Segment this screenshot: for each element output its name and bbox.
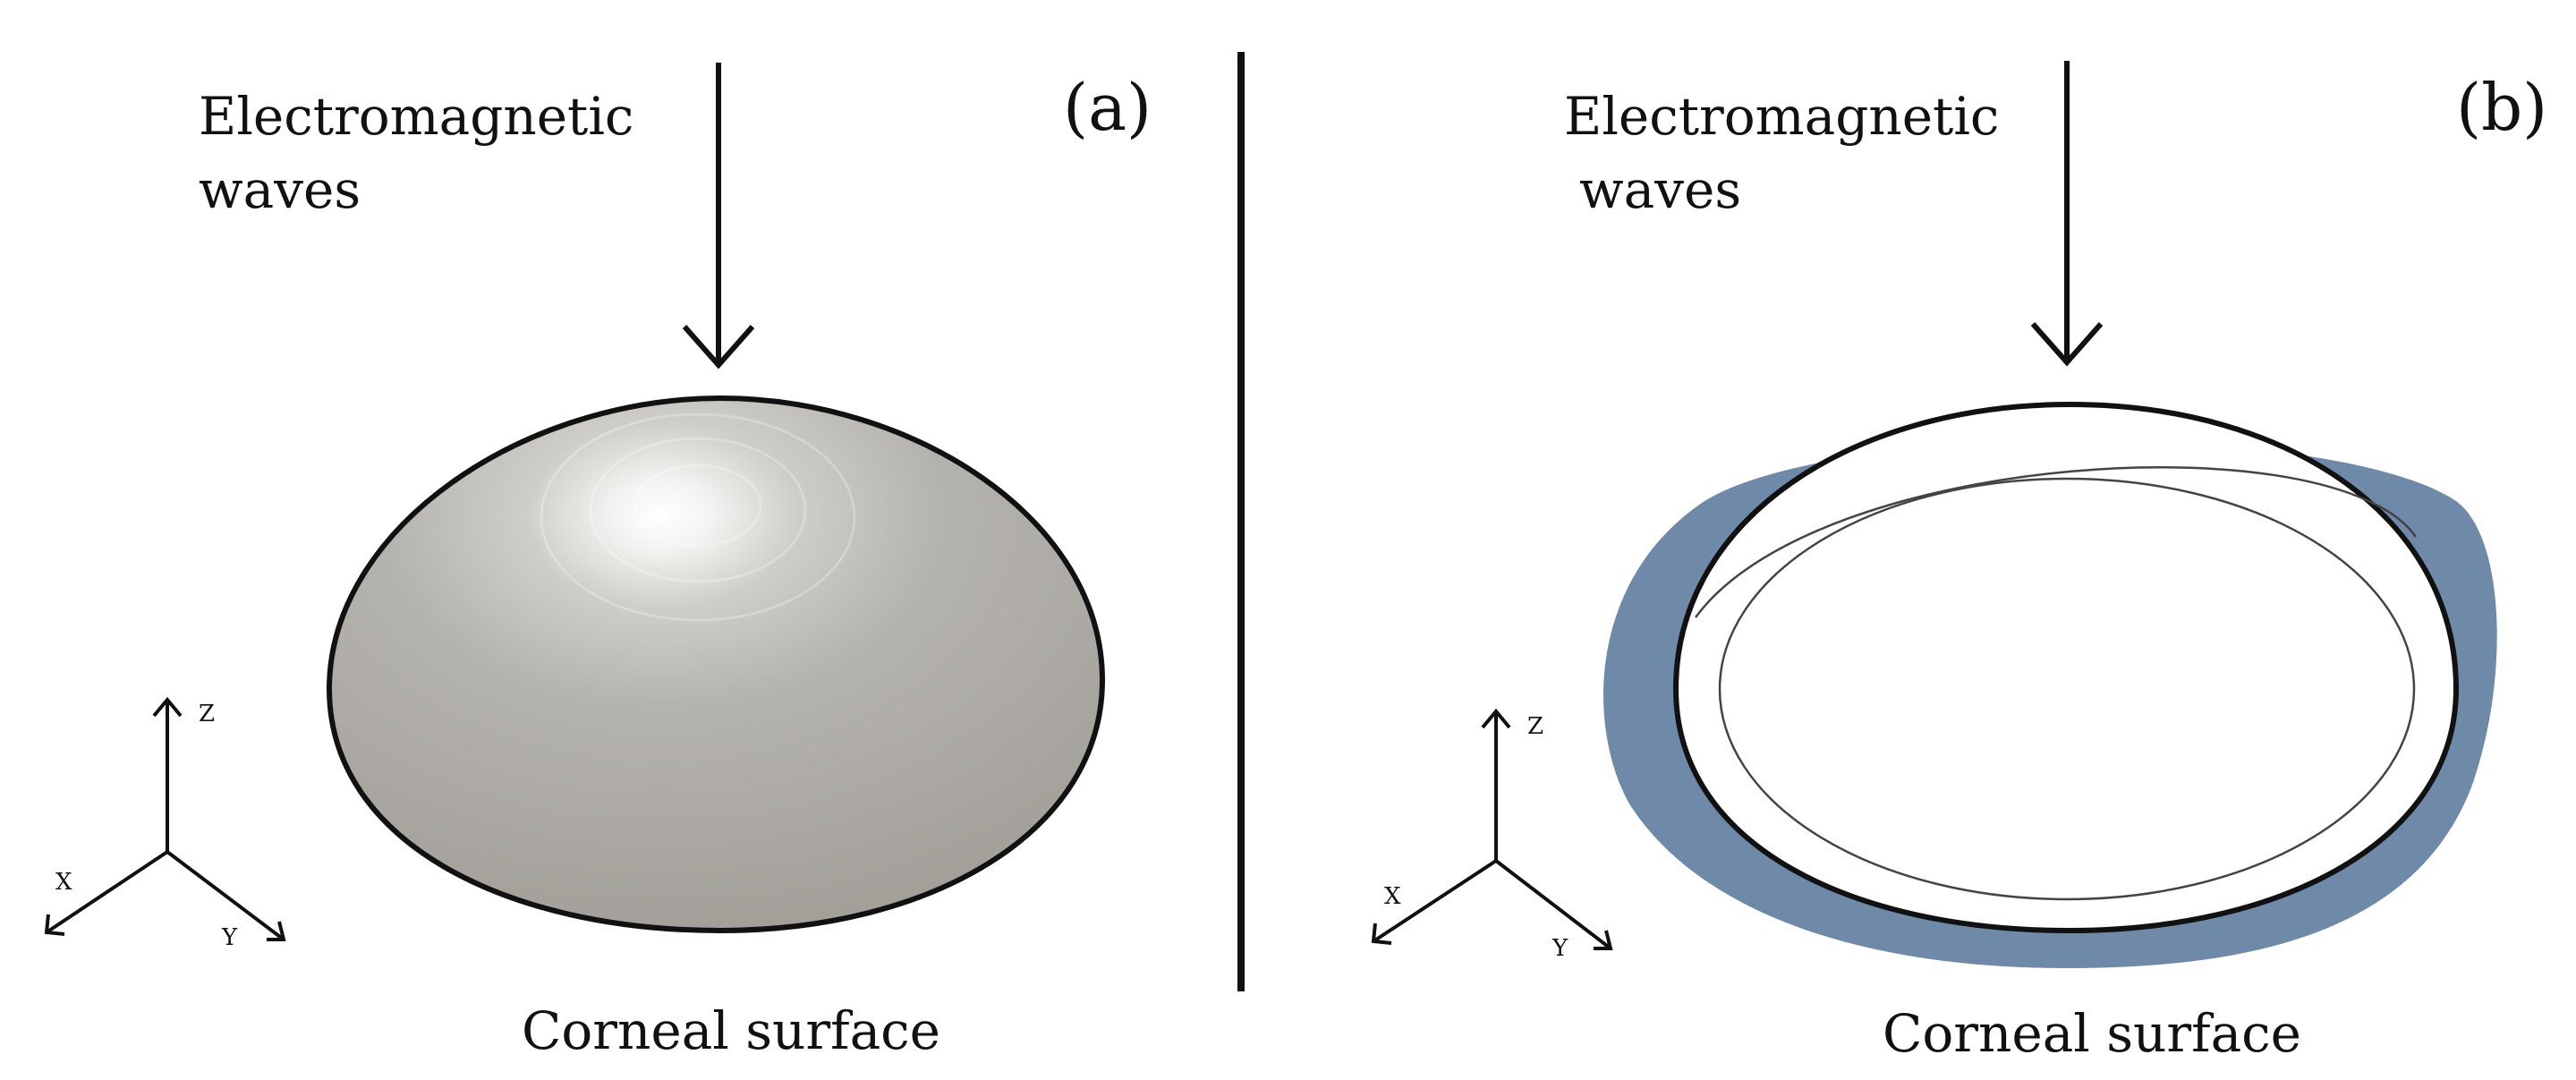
wave-label-b-line2: waves <box>1579 159 1741 220</box>
panel-a: Electromagnetic waves (a) Z X Y Corneal <box>44 63 1152 1061</box>
bottom-label-b: Corneal surface <box>1883 1003 2301 1064</box>
axis-label-y-a: Y <box>221 924 238 951</box>
wave-arrow-b <box>2030 61 2104 367</box>
panel-label-a: (a) <box>1063 70 1152 145</box>
cornea-inner-layer-2-b <box>1718 477 2416 901</box>
axes-a <box>44 696 286 941</box>
cornea-surface-a <box>326 395 1106 934</box>
axis-label-z-a: Z <box>199 701 215 727</box>
bottom-label-a: Corneal surface <box>522 1000 940 1061</box>
highlight-rings-a <box>540 412 856 622</box>
axis-label-x-b: X <box>1384 883 1401 910</box>
cornea-outer-b <box>1672 401 2460 934</box>
panel-b: Electromagnetic waves (b) Z X Y Corneal … <box>1371 61 2547 1064</box>
cornea-inner-layer-1-b <box>1694 466 2418 618</box>
axis-label-x-a: X <box>55 869 72 896</box>
axes-b <box>1371 708 1613 950</box>
wave-label-a-line1: Electromagnetic <box>199 86 633 147</box>
axis-label-z-b: Z <box>1527 713 1543 740</box>
axis-label-y-b: Y <box>1552 935 1569 962</box>
panel-label-b: (b) <box>2456 70 2547 145</box>
wave-label-b-line1: Electromagnetic <box>1564 86 1999 147</box>
wave-label-a-line2: waves <box>199 159 361 220</box>
wave-arrow-a <box>682 63 755 370</box>
